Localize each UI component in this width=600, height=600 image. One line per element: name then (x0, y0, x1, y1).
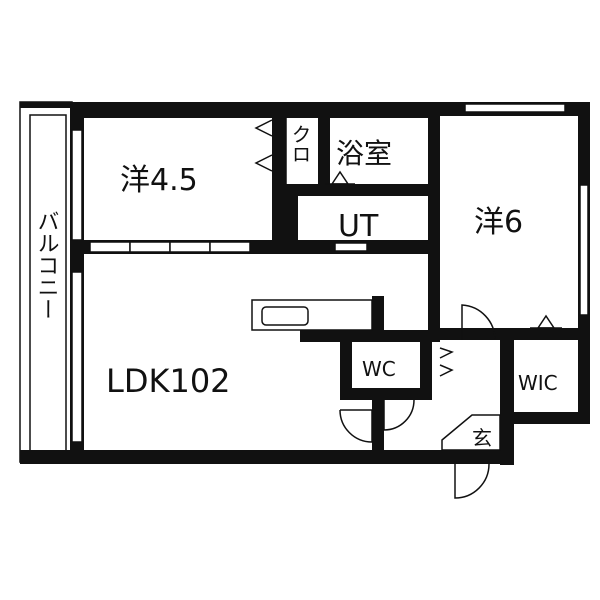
room-label-ldk: LDK102 (106, 362, 231, 400)
sliding-doors (89, 241, 368, 253)
wic-door (530, 314, 562, 329)
door-swings (339, 304, 496, 499)
room-label-entrance: 玄 (472, 426, 492, 450)
room-label-wic: WIC (518, 371, 558, 395)
balcony: バルコニー (19, 101, 73, 463)
room-label-closet: クロ (288, 124, 312, 164)
kitchen-counter (251, 299, 373, 331)
room-label-western-4-5: 洋4.5 (120, 163, 198, 198)
balcony-label: バルコニー (34, 210, 59, 320)
bath-door (325, 170, 355, 185)
room-label-western-6: 洋6 (474, 205, 523, 240)
windows (71, 103, 589, 443)
room-label-bath: 浴室 (336, 137, 392, 170)
entrance-step (441, 414, 501, 451)
closet-doors (254, 118, 287, 184)
room-label-utility: UT (338, 209, 379, 244)
room-label-toilet: WC (362, 357, 396, 381)
